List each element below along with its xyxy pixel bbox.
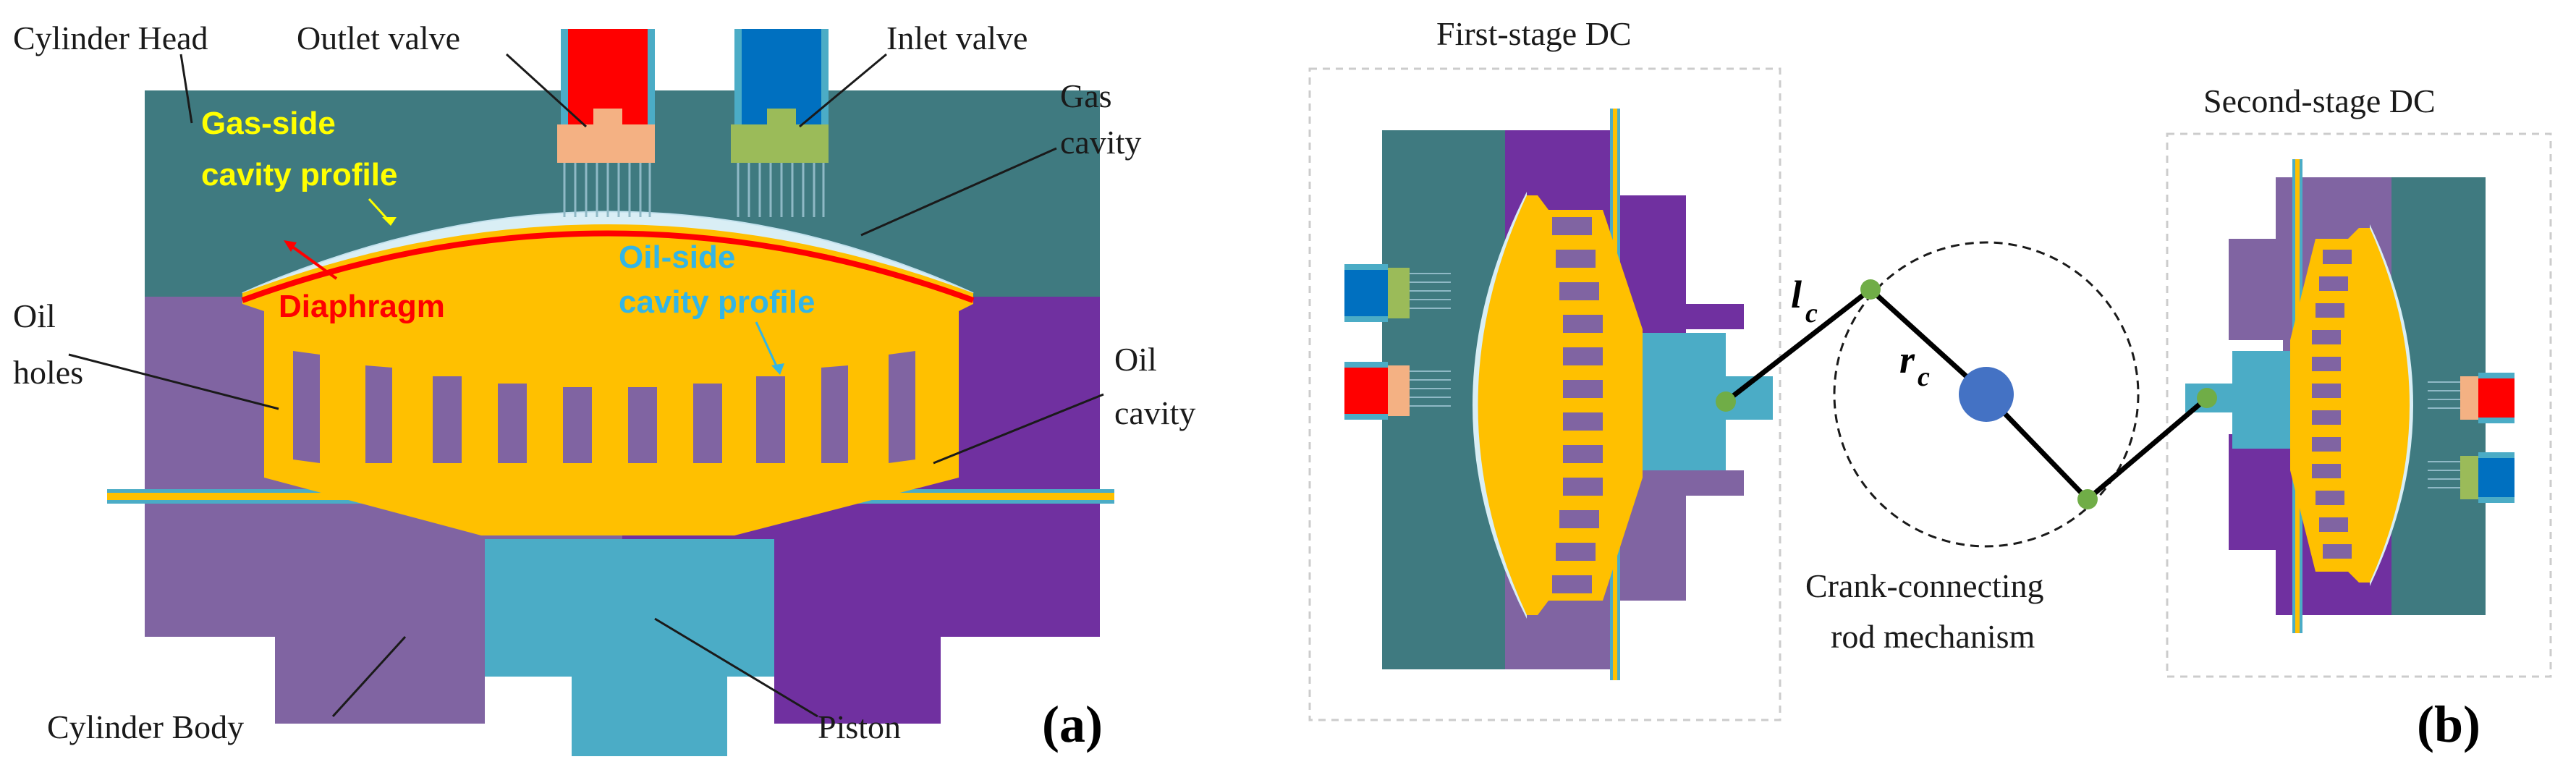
label-oil-cavity-1: Oil — [1114, 341, 1157, 378]
pin-1 — [1716, 391, 1736, 412]
inlet-valve-seat — [731, 109, 829, 163]
piston-shape — [485, 539, 727, 756]
second-stage-box — [2166, 132, 2552, 678]
label-oil-holes-2: holes — [13, 354, 83, 391]
pin-3 — [2077, 489, 2098, 509]
panel-b-tag: (b) — [2417, 695, 2480, 753]
outlet-valve-seat — [557, 109, 655, 163]
label-rc: r — [1899, 338, 1915, 381]
panel-b-diagram: First-stage DC Second-stage DC Crank-con… — [1308, 15, 2552, 753]
label-gas-side-1: Gas-side — [201, 106, 336, 141]
label-oil-side-2: cavity profile — [619, 284, 815, 320]
oil-holes — [293, 351, 915, 463]
label-lc-sub: c — [1805, 298, 1818, 329]
crank-circle — [1833, 241, 2140, 548]
label-outlet-valve: Outlet valve — [297, 20, 460, 56]
crank-mechanism — [1716, 241, 2217, 548]
label-rc-sub: c — [1918, 362, 1930, 392]
leader-lines-a — [68, 53, 1104, 718]
label-second-stage: Second-stage DC — [2203, 82, 2436, 119]
label-cylinder-head: Cylinder Head — [13, 20, 208, 56]
crank-center — [1959, 367, 2014, 422]
label-first-stage: First-stage DC — [1436, 15, 1632, 52]
pin-4 — [2197, 388, 2217, 408]
label-cylinder-body: Cylinder Body — [47, 708, 244, 745]
label-lc: l — [1791, 273, 1802, 316]
label-crank-2: rod mechanism — [1831, 618, 2035, 655]
first-stage-box — [1308, 67, 1781, 721]
label-crank-1: Crank-connecting — [1805, 567, 2044, 604]
second-stage-dc — [2185, 159, 2514, 633]
label-gas-cavity-1: Gas — [1060, 77, 1112, 114]
label-diaphragm: Diaphragm — [279, 289, 445, 324]
label-inlet-valve: Inlet valve — [886, 20, 1028, 56]
label-gas-cavity-2: cavity — [1060, 124, 1141, 161]
label-oil-side-1: Oil-side — [619, 240, 735, 275]
pin-2 — [1860, 279, 1881, 300]
oil-body — [242, 224, 973, 535]
panel-a-diagram: Cylinder Head Outlet valve Inlet valve G… — [13, 20, 1195, 756]
label-oil-holes-1: Oil — [13, 297, 56, 334]
label-gas-side-2: cavity profile — [201, 157, 397, 192]
label-piston: Piston — [818, 708, 901, 745]
label-oil-cavity-2: cavity — [1114, 394, 1195, 431]
panel-a-tag: (a) — [1042, 695, 1103, 753]
diaphragm-curve — [241, 230, 975, 303]
first-stage-dc — [1344, 109, 1773, 680]
